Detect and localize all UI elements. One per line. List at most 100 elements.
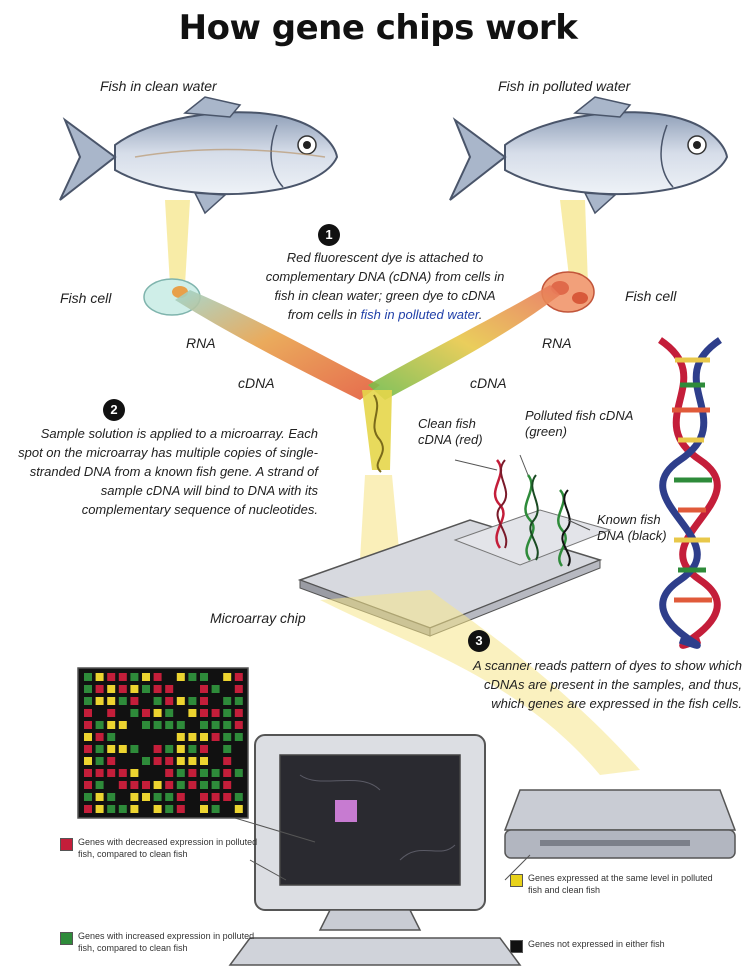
microarray-spot <box>107 805 115 813</box>
microarray-spot <box>212 709 220 717</box>
microarray-spot <box>130 781 138 789</box>
microarray-spot <box>188 673 196 681</box>
microarray-spot <box>142 793 150 801</box>
microarray-spot <box>200 757 208 765</box>
microarray-spot <box>165 805 173 813</box>
cdna-right-label: cDNA <box>470 375 507 391</box>
legend-swatch-black <box>510 940 523 953</box>
step-3-text: A scanner reads pattern of dyes to show … <box>470 656 742 713</box>
microarray-spot <box>154 745 162 753</box>
microarray-spot <box>154 721 162 729</box>
microarray-spot <box>200 781 208 789</box>
microarray-spot <box>119 673 127 681</box>
microarray-spot <box>130 769 138 777</box>
microarray-spot <box>235 709 243 717</box>
microarray-chip-label: Microarray chip <box>210 610 306 626</box>
step-3-number: 3 <box>468 630 490 652</box>
microarray-spot <box>200 793 208 801</box>
cdna-left-label: cDNA <box>238 375 275 391</box>
microarray-spot <box>96 733 104 741</box>
microarray-spot <box>165 757 173 765</box>
microarray-spot <box>188 781 196 789</box>
microarray-spot <box>154 793 162 801</box>
microarray-spot <box>212 685 220 693</box>
scanner-graphic <box>505 790 735 858</box>
microarray-spot <box>107 793 115 801</box>
microarray-spot <box>235 769 243 777</box>
microarray-spot <box>84 769 92 777</box>
microarray-spot <box>107 769 115 777</box>
microarray-spot <box>96 805 104 813</box>
microarray-spot <box>165 769 173 777</box>
microarray-spot <box>212 781 220 789</box>
microarray-spot <box>165 721 173 729</box>
microarray-spot <box>119 697 127 705</box>
microarray-spot <box>223 733 231 741</box>
microarray-spot <box>223 745 231 753</box>
legend-swatch-green <box>60 932 73 945</box>
microarray-spot <box>130 745 138 753</box>
microarray-spot <box>142 721 150 729</box>
microarray-spot <box>130 673 138 681</box>
microarray-spot <box>177 805 185 813</box>
microarray-spot <box>84 733 92 741</box>
microarray-spot <box>96 757 104 765</box>
step-2-badge: 2 <box>103 399 125 421</box>
fish-cell-right-label: Fish cell <box>625 288 676 304</box>
microarray-spot <box>154 673 162 681</box>
microarray-spot <box>177 745 185 753</box>
microarray-spot <box>177 721 185 729</box>
microarray-spot <box>107 733 115 741</box>
step-2-text: Sample solution is applied to a microarr… <box>18 424 318 519</box>
microarray-spot <box>96 697 104 705</box>
known-fish-dna-label: Known fish DNA (black) <box>597 512 667 544</box>
microarray-spot <box>96 781 104 789</box>
microarray-spot <box>235 685 243 693</box>
microarray-spot <box>96 721 104 729</box>
microarray-spot <box>84 757 92 765</box>
microarray-spot <box>84 685 92 693</box>
microarray-spot <box>177 673 185 681</box>
microarray-spot <box>223 781 231 789</box>
microarray-spot <box>177 769 185 777</box>
microarray-spot <box>96 745 104 753</box>
microarray-spot <box>142 781 150 789</box>
microarray-spot <box>200 769 208 777</box>
microarray-spot <box>165 709 173 717</box>
microarray-spot <box>235 793 243 801</box>
microarray-spot <box>84 793 92 801</box>
microarray-spot <box>130 805 138 813</box>
microarray-spot <box>154 709 162 717</box>
step-3-badge: 3 <box>468 630 490 652</box>
microarray-spot <box>142 709 150 717</box>
microarray-spot <box>200 805 208 813</box>
microarray-spot <box>142 757 150 765</box>
legend-text-same: Genes expressed at the same level in pol… <box>528 872 728 896</box>
microarray-spot <box>235 673 243 681</box>
microarray-spot <box>200 745 208 753</box>
microarray-spot <box>130 709 138 717</box>
microarray-spot <box>212 769 220 777</box>
step-2-number: 2 <box>103 399 125 421</box>
microarray-spot <box>235 697 243 705</box>
clean-fish-cdna-label: Clean fish cDNA (red) <box>418 416 508 448</box>
microarray-spot <box>130 793 138 801</box>
microarray-spot <box>188 769 196 777</box>
fish-clean-water <box>60 97 337 213</box>
microarray-spot <box>107 757 115 765</box>
microarray-spot <box>84 721 92 729</box>
microarray-spot <box>119 721 127 729</box>
microarray-spot <box>119 805 127 813</box>
microarray-spot <box>188 709 196 717</box>
microarray-spot <box>165 685 173 693</box>
microarray-spot <box>223 721 231 729</box>
microarray-spot <box>212 793 220 801</box>
microarray-spot <box>119 685 127 693</box>
microarray-spot <box>107 697 115 705</box>
microarray-spot <box>154 685 162 693</box>
microarray-spot <box>142 673 150 681</box>
fish-clean-label: Fish in clean water <box>100 78 217 94</box>
microarray-spot <box>84 709 92 717</box>
microarray-spot <box>177 697 185 705</box>
microarray-spot <box>177 793 185 801</box>
